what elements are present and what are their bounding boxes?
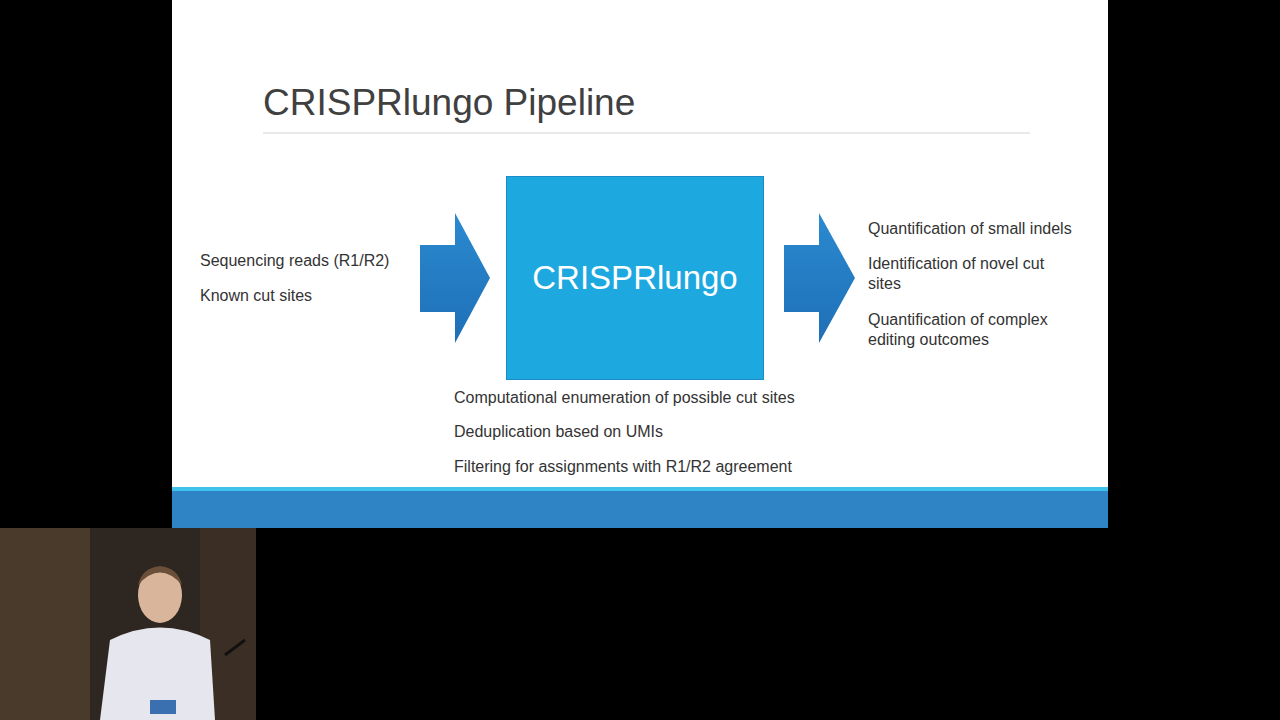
footer-band [172, 491, 1108, 528]
slide-title: CRISPRlungo Pipeline [263, 81, 635, 125]
footer-accent [172, 487, 1108, 491]
input-item: Known cut sites [200, 286, 415, 306]
slide-background [172, 0, 1108, 528]
output-item: Quantification of complex editing outcom… [868, 310, 1080, 350]
speaker-video [0, 528, 256, 720]
box-label: CRISPRlungo [532, 258, 737, 298]
step-note: Computational enumeration of possible cu… [454, 388, 854, 408]
process-box: CRISPRlungo [506, 176, 764, 380]
output-item: Quantification of small indels [868, 219, 1113, 239]
step-note: Filtering for assignments with R1/R2 agr… [454, 457, 854, 477]
output-arrow [784, 213, 855, 343]
title-underline [263, 133, 1030, 134]
input-arrow [420, 213, 490, 343]
input-item: Sequencing reads (R1/R2) [200, 251, 415, 271]
output-item: Identification of novel cut sites [868, 254, 1080, 294]
step-note: Deduplication based on UMIs [454, 422, 854, 442]
